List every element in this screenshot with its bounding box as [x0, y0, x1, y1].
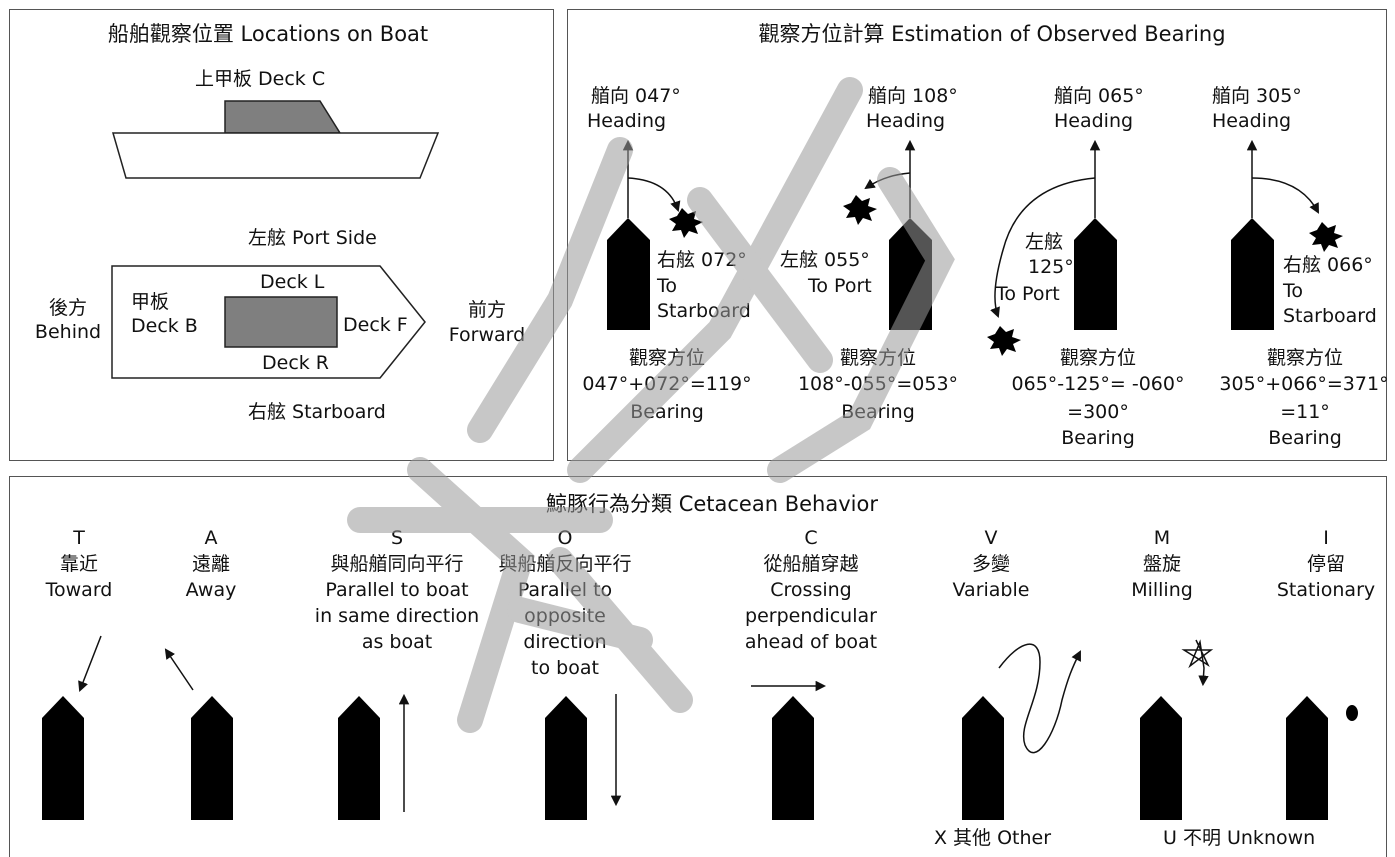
hull-side-view: [112, 132, 440, 179]
boat-3: [1074, 218, 1117, 330]
behavior-en-label: Toward: [45, 579, 113, 601]
behavior-code: C: [804, 527, 818, 549]
deck-c-label: 上甲板 Deck C: [195, 68, 326, 90]
boat-stationary: [1286, 696, 1328, 820]
side-en2-4: Starboard: [1283, 305, 1377, 327]
behavior-en-label: Milling: [1131, 579, 1193, 601]
deck-top-view: [224, 296, 338, 348]
behind-zh-label: 後方: [48, 297, 88, 319]
bearing-en-3: Bearing: [1061, 427, 1135, 449]
sighting-burst-4: [1309, 222, 1343, 252]
boat-toward: [42, 696, 84, 820]
heading-label-4: 艏向 305°: [1212, 85, 1302, 107]
heading-en-4: Heading: [1212, 110, 1292, 132]
side-en-3: To Port: [996, 283, 1060, 305]
variable-path: [998, 643, 1081, 754]
behavior-code: A: [204, 527, 218, 549]
stationary-dot: [1346, 705, 1358, 721]
heading-en-2: Heading: [866, 110, 946, 132]
unknown-label: U 不明 Unknown: [1163, 827, 1316, 849]
side-label-4: 右舷 066°: [1283, 254, 1373, 276]
heading-label-3: 艏向 065°: [1054, 85, 1144, 107]
bearing-formula-4: 305°+066°=371°: [1219, 373, 1389, 395]
behavior-zh-label: 靠近: [59, 553, 99, 575]
behavior-code: T: [73, 527, 85, 549]
bearing-zh-3: 觀察方位: [1059, 347, 1137, 369]
behavior-en-label: perpendicular: [745, 605, 877, 627]
behavior-en-label: ahead of boat: [744, 631, 878, 653]
behavior-code: I: [1323, 527, 1329, 549]
behind-en-label: Behind: [34, 321, 102, 343]
bearing-arc-3: [990, 177, 1096, 318]
bearing-en-4: Bearing: [1268, 427, 1342, 449]
deck-b-zh-label: 甲板: [131, 291, 170, 313]
deck-l-label: Deck L: [260, 271, 325, 293]
bearing-formula-3: 065°-125°= -060°: [1011, 373, 1185, 395]
boat-4: [1231, 218, 1274, 330]
heading-en-3: Heading: [1054, 110, 1134, 132]
toward-arrow: [78, 635, 102, 692]
behavior-zh-label: 盤旋: [1142, 553, 1182, 575]
sighting-burst-3: [987, 326, 1021, 356]
behavior-zh-label: 從船艏穿越: [763, 553, 859, 575]
behavior-code: M: [1153, 527, 1171, 549]
boat-variable: [962, 696, 1004, 820]
heading-label-2: 艏向 108°: [868, 85, 958, 107]
boat-away: [191, 696, 233, 820]
deck-f-label: Deck F: [343, 314, 408, 336]
behavior-zh-label: 多變: [971, 553, 1011, 575]
bearing-result-3: =300°: [1067, 401, 1129, 423]
bearing-result-4: =11°: [1280, 401, 1330, 423]
behavior-zh-label: 遠離: [191, 553, 231, 575]
boat-milling: [1140, 696, 1182, 820]
other-label: X 其他 Other: [934, 827, 1052, 849]
deck-b-en-label: Deck B: [131, 315, 198, 337]
away-arrow: [164, 648, 194, 691]
behavior-en-label: Away: [185, 579, 237, 601]
side-num-3: 125°: [1028, 256, 1074, 278]
behavior-zh-label: 停留: [1306, 553, 1346, 575]
boat-crossing: [772, 696, 814, 820]
milling-path: [1181, 639, 1214, 687]
boat-opposite-direction: [545, 696, 587, 820]
bearing-zh-4: 觀察方位: [1266, 347, 1344, 369]
bearing-title: 觀察方位計算 Estimation of Observed Bearing: [758, 22, 1226, 46]
locations-title: 船舶觀察位置 Locations on Boat: [107, 22, 429, 46]
behavior-en-label: Variable: [952, 579, 1030, 601]
deck-r-label: Deck R: [262, 352, 330, 374]
behavior-code: V: [984, 527, 998, 549]
bearing-arc-4: [1251, 177, 1319, 214]
side-en-4: To: [1283, 280, 1304, 302]
side-label-3: 左舷: [1025, 231, 1064, 253]
boat-same-direction: [338, 696, 380, 820]
behavior-en-label: Crossing: [770, 579, 852, 601]
starboard-label: 右舷 Starboard: [248, 401, 386, 423]
behavior-en-label: Stationary: [1276, 579, 1376, 601]
port-side-label: 左舷 Port Side: [248, 227, 377, 249]
